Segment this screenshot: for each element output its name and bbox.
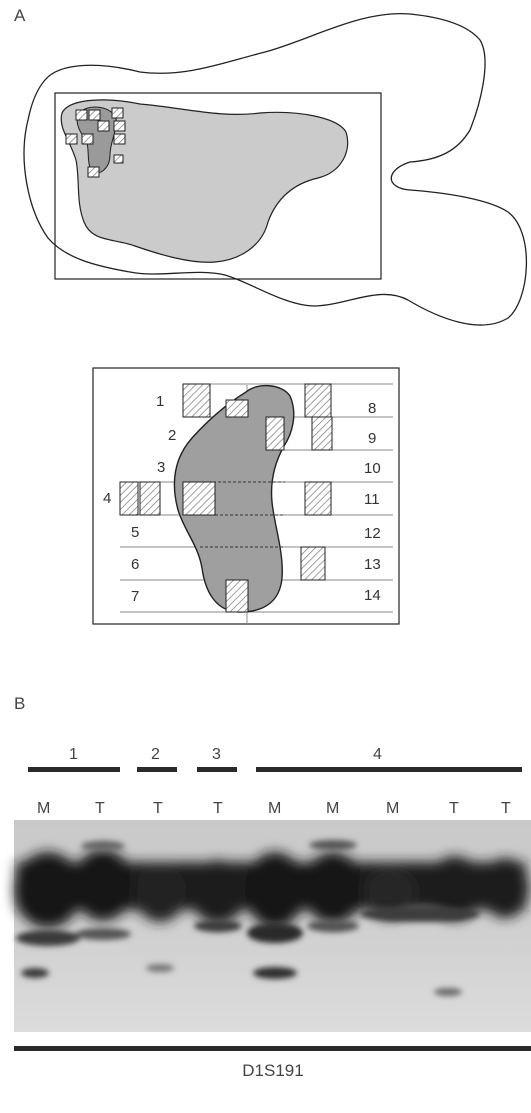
grid-number-7: 7 <box>131 588 139 605</box>
grid-number-2: 2 <box>168 427 176 444</box>
panel-b-label: B <box>14 694 25 714</box>
grid-number-10: 10 <box>364 460 381 477</box>
grid-number-5: 5 <box>131 524 139 541</box>
lane-label-1: M <box>37 800 50 817</box>
lane-label-5: M <box>268 800 281 817</box>
main-bands <box>14 849 529 928</box>
group-bar-2 <box>137 767 177 772</box>
grid-lines <box>120 384 393 624</box>
grid-number-8: 8 <box>368 400 376 417</box>
lane-label-3: T <box>153 800 163 817</box>
right-number-labels: 8 9 10 11 12 13 14 <box>364 400 381 604</box>
left-number-labels: 1 2 3 4 5 6 7 <box>103 393 176 605</box>
dashed-grid <box>183 482 285 547</box>
hatched-samples <box>120 384 332 612</box>
lane-label-8: T <box>449 800 459 817</box>
tumor-outline-enlarged <box>174 386 293 612</box>
grid-number-11: 11 <box>364 491 380 508</box>
grid-number-13: 13 <box>364 556 381 573</box>
grid-number-12: 12 <box>364 525 381 542</box>
group-bars <box>28 767 522 772</box>
grid-number-6: 6 <box>131 556 139 573</box>
grid-number-9: 9 <box>368 430 376 447</box>
marker-label: D1S191 <box>242 1061 303 1080</box>
grid-frame <box>93 368 399 624</box>
marker-bar <box>14 1046 531 1051</box>
group-bar-1 <box>28 767 120 772</box>
grid-number-3: 3 <box>157 459 165 476</box>
grid-number-4: 4 <box>103 490 111 507</box>
lane-label-7: M <box>386 800 399 817</box>
group-label-3: 3 <box>212 746 221 763</box>
group-label-1: 1 <box>69 746 78 763</box>
group-label-4: 4 <box>373 746 382 763</box>
organ-overview-diagram <box>0 0 531 340</box>
lane-label-9: T <box>501 800 511 817</box>
group-label-2: 2 <box>151 746 160 763</box>
gel-background <box>14 820 531 1032</box>
lane-label-2: T <box>95 800 105 817</box>
group-bar-4 <box>256 767 522 772</box>
lower-bands <box>16 840 480 996</box>
grid-number-14: 14 <box>364 587 381 604</box>
lane-label-4: T <box>213 800 223 817</box>
grid-number-1: 1 <box>156 393 164 410</box>
group-labels: 1 2 3 4 <box>69 746 382 763</box>
lane-labels: M T T T M M M T T <box>37 800 511 817</box>
lane-label-6: M <box>326 800 339 817</box>
group-bar-3 <box>197 767 237 772</box>
